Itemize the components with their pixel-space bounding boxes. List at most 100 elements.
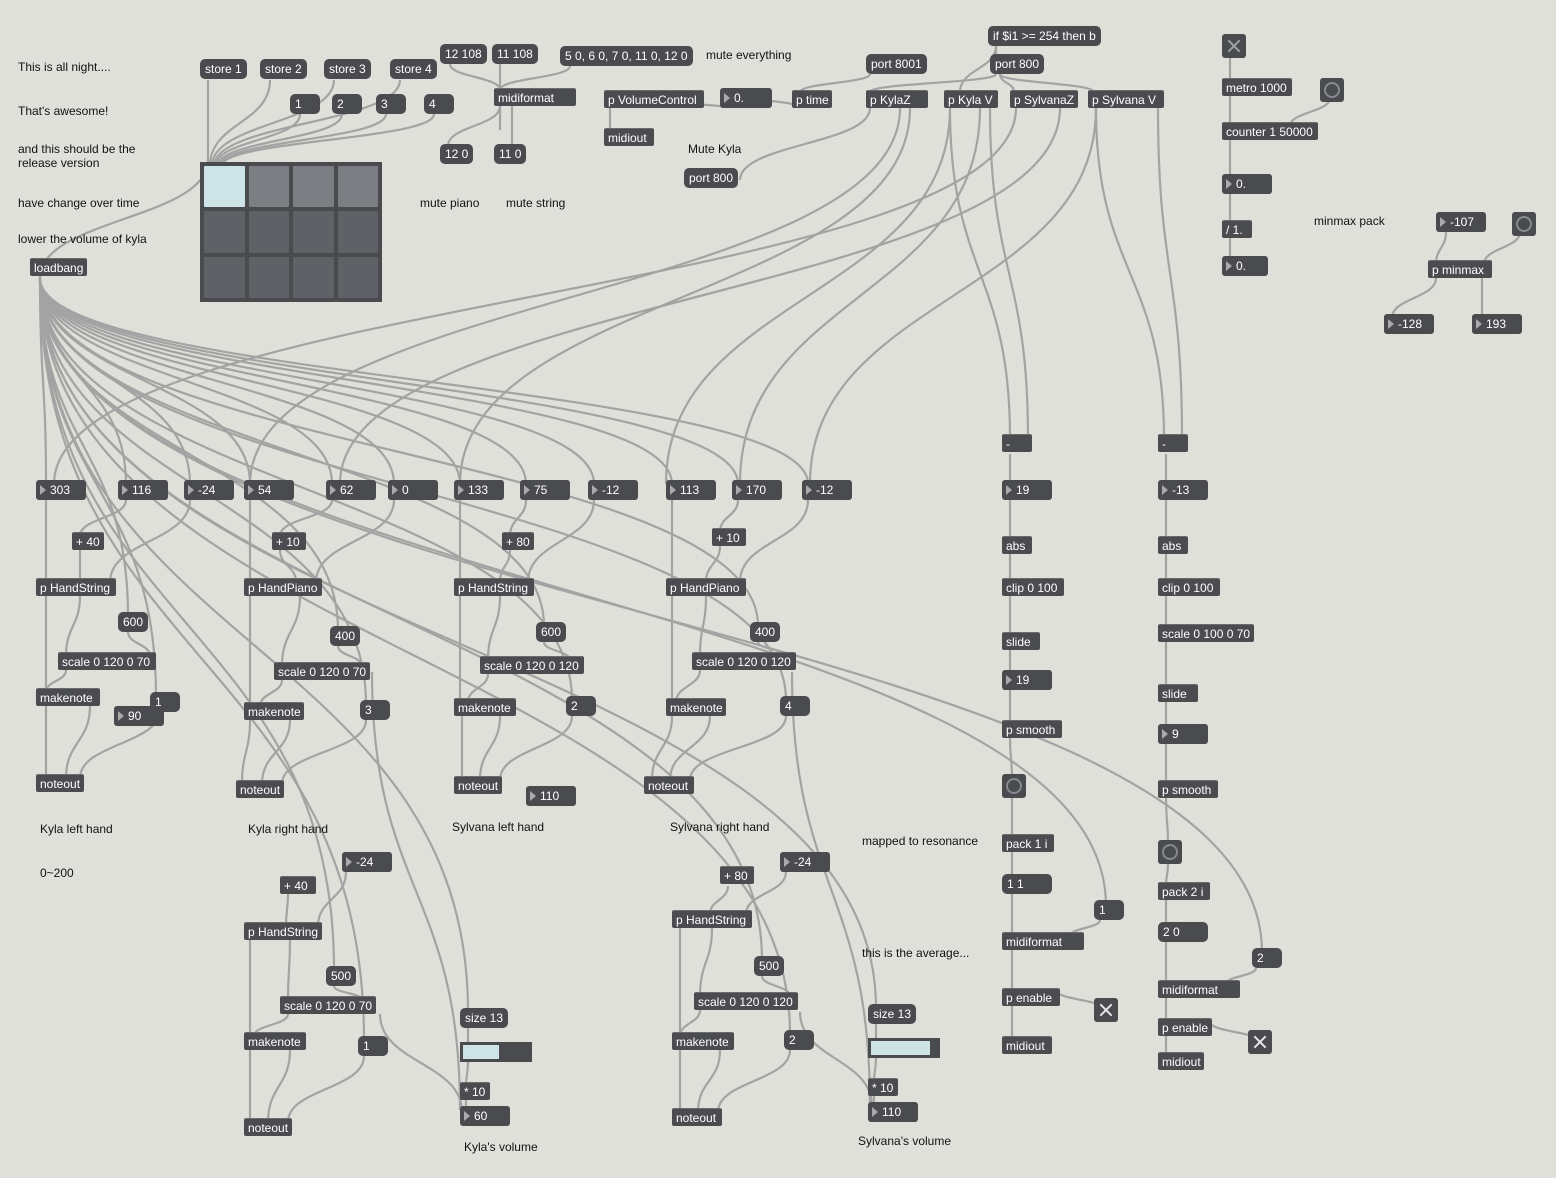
preset-slot[interactable] <box>293 256 334 298</box>
sylvana-volume-number[interactable]: 110 <box>868 1102 918 1122</box>
smooth-bang[interactable] <box>1158 840 1182 864</box>
pack-message[interactable]: 1 1 <box>1002 874 1052 894</box>
mute-on-12-message[interactable]: 12 108 <box>440 44 487 64</box>
mute-list-message[interactable]: 5 0, 6 0, 7 0, 11 0, 12 0 <box>560 46 693 66</box>
midiout-object[interactable]: midiout <box>1158 1052 1204 1070</box>
midiformat-object[interactable]: midiformat <box>494 88 576 106</box>
makenote-object[interactable]: makenote <box>244 702 304 720</box>
minmax-max-number[interactable]: 193 <box>1472 314 1522 334</box>
preset-slot[interactable] <box>204 166 245 208</box>
port-800-message[interactable]: port 800 <box>990 54 1045 74</box>
makenote-object[interactable]: makenote <box>666 698 726 716</box>
preset-slot[interactable] <box>248 256 289 298</box>
sylvana-left-z-number[interactable]: -12 <box>588 480 638 500</box>
smooth-object[interactable]: p smooth <box>1002 720 1062 738</box>
kyla-right-y-number[interactable]: 62 <box>326 480 376 500</box>
preset-slot[interactable] <box>293 166 334 208</box>
channel-2-message[interactable]: 2 <box>566 696 596 716</box>
plus-40-object[interactable]: + 40 <box>280 876 316 894</box>
sylvana-volume-slider[interactable] <box>868 1038 940 1058</box>
sylvana-difference-number[interactable]: -13 <box>1158 480 1208 500</box>
velocity-number[interactable]: 110 <box>526 786 576 806</box>
duration-500-message[interactable]: 500 <box>326 966 357 986</box>
channel-1-message[interactable]: 1 <box>358 1036 388 1056</box>
scale-object[interactable]: scale 0 120 0 120 <box>480 656 584 674</box>
plus-40-object[interactable]: + 40 <box>72 532 104 550</box>
kylav-object[interactable]: p Kyla V <box>944 90 998 108</box>
reset-bang[interactable] <box>1320 78 1344 102</box>
mute-string-message[interactable]: 11 0 <box>494 144 527 164</box>
preset-slot[interactable] <box>337 256 378 298</box>
preset-slot[interactable] <box>248 211 289 253</box>
kyla-difference-number[interactable]: 19 <box>1002 480 1052 500</box>
mute-on-11-message[interactable]: 11 108 <box>492 44 538 64</box>
enable-object[interactable]: p enable <box>1158 1018 1212 1036</box>
recall-4-message[interactable]: 4 <box>424 94 454 114</box>
sylvana-enable-toggle[interactable] <box>1248 1030 1272 1054</box>
duration-500-message[interactable]: 500 <box>754 956 785 976</box>
volume-number[interactable]: 0. <box>720 88 772 108</box>
sylvana-right-z-number[interactable]: -12 <box>802 480 852 500</box>
time-object[interactable]: p time <box>792 90 832 108</box>
divide-object[interactable]: / 1. <box>1222 220 1252 238</box>
makenote-object[interactable]: makenote <box>454 698 516 716</box>
store-1-message[interactable]: store 1 <box>200 59 247 79</box>
minmax-bang[interactable] <box>1512 212 1536 236</box>
kylaz-object[interactable]: p KylaZ <box>866 90 928 108</box>
kyla-left-z-number[interactable]: -24 <box>184 480 234 500</box>
plus-10-object[interactable]: + 10 <box>712 528 746 546</box>
recall-1-message[interactable]: 1 <box>290 94 320 114</box>
offset-number[interactable]: -24 <box>780 852 830 872</box>
loadbang-object[interactable]: loadbang <box>30 258 88 276</box>
kyla-right-z-number[interactable]: 0 <box>388 480 438 500</box>
channel-2-message[interactable]: 2 <box>784 1030 814 1050</box>
counter-object[interactable]: counter 1 50000 <box>1222 122 1318 140</box>
metro-toggle[interactable] <box>1222 34 1246 58</box>
recall-3-message[interactable]: 3 <box>376 94 406 114</box>
multiply-10-object[interactable]: * 10 <box>460 1082 490 1100</box>
sylvana-slide-number[interactable]: 9 <box>1158 724 1208 744</box>
midiformat-object[interactable]: midiformat <box>1158 980 1240 998</box>
sylvana-left-x-number[interactable]: 133 <box>454 480 504 500</box>
hand-string-object[interactable]: p HandString <box>244 922 322 940</box>
preset-slot[interactable] <box>204 211 245 253</box>
scale-object[interactable]: scale 0 100 0 70 <box>1158 624 1254 642</box>
midiout-object[interactable]: midiout <box>1002 1036 1052 1054</box>
pack-object[interactable]: pack 2 i <box>1158 882 1210 900</box>
mute-piano-message[interactable]: 12 0 <box>440 144 474 164</box>
minmax-input-number[interactable]: -107 <box>1436 212 1486 232</box>
scale-object[interactable]: scale 0 120 0 70 <box>274 662 370 680</box>
sylvana-right-y-number[interactable]: 170 <box>732 480 782 500</box>
minmax-min-number[interactable]: -128 <box>1384 314 1434 334</box>
kyla-volume-slider[interactable] <box>460 1042 532 1062</box>
kyla-left-x-number[interactable]: 303 <box>36 480 86 500</box>
preset-slot[interactable] <box>204 256 245 298</box>
noteout-object[interactable]: noteout <box>36 774 84 792</box>
controller-2-message[interactable]: 2 <box>1252 948 1282 968</box>
recall-2-message[interactable]: 2 <box>332 94 362 114</box>
port-8001-message[interactable]: port 8001 <box>866 54 927 74</box>
midiout-object[interactable]: midiout <box>604 128 654 146</box>
midiformat-object[interactable]: midiformat <box>1002 932 1084 950</box>
abs-object[interactable]: abs <box>1158 536 1188 554</box>
channel-3-message[interactable]: 3 <box>360 700 390 720</box>
plus-80-object[interactable]: + 80 <box>502 532 534 550</box>
noteout-object[interactable]: noteout <box>644 776 694 794</box>
hand-piano-object[interactable]: p HandPiano <box>666 578 746 596</box>
preset-slot[interactable] <box>248 166 289 208</box>
noteout-object[interactable]: noteout <box>244 1118 292 1136</box>
sylvana-right-x-number[interactable]: 113 <box>666 480 716 500</box>
pack-message[interactable]: 2 0 <box>1158 922 1208 942</box>
divide-number[interactable]: 0. <box>1222 256 1268 276</box>
enable-object[interactable]: p enable <box>1002 988 1060 1006</box>
scale-object[interactable]: scale 0 120 0 120 <box>694 992 798 1010</box>
port-800-mute-message[interactable]: port 800 <box>684 168 739 188</box>
noteout-object[interactable]: noteout <box>236 780 284 798</box>
duration-400-message[interactable]: 400 <box>330 626 361 646</box>
duration-400-message[interactable]: 400 <box>750 622 781 642</box>
size-13-message[interactable]: size 13 <box>460 1008 509 1028</box>
makenote-object[interactable]: makenote <box>36 688 100 706</box>
preset-slot[interactable] <box>337 211 378 253</box>
duration-600-message[interactable]: 600 <box>118 612 149 632</box>
offset-number[interactable]: -24 <box>342 852 392 872</box>
